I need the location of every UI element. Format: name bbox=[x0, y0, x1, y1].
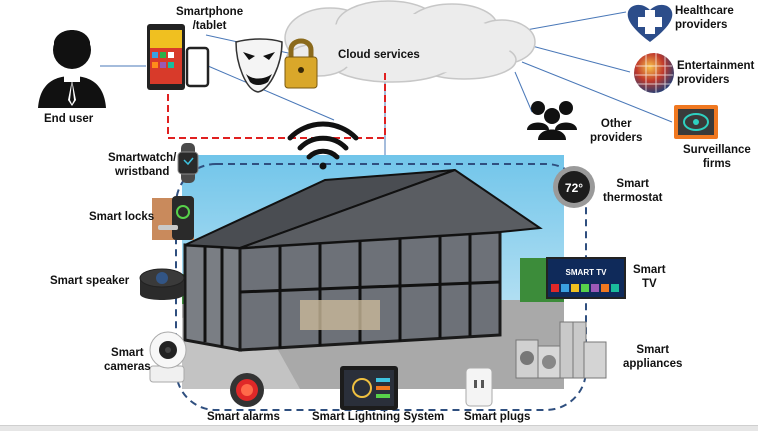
smart-plugs-label: Smart plugs bbox=[464, 411, 531, 423]
smart-tv-label: Smart TV bbox=[633, 264, 666, 290]
other-providers-people-icon bbox=[527, 101, 577, 140]
surveillance-monitor-icon bbox=[674, 105, 718, 139]
privacy-mask-padlock-icon bbox=[235, 38, 318, 93]
smartwatch-icon bbox=[177, 143, 199, 183]
line-cloud-surveillance bbox=[521, 61, 673, 123]
line-cloud-health bbox=[525, 11, 627, 31]
smartphone-label: Smartphone /tablet bbox=[176, 6, 244, 32]
smart-plug-icon bbox=[465, 367, 493, 407]
smart-lock-icon bbox=[152, 196, 194, 240]
thermostat-temp-text: 72° bbox=[565, 181, 583, 195]
house-image bbox=[182, 155, 564, 389]
end-user-label: End user bbox=[44, 113, 94, 125]
smart-cameras-label: Smart cameras bbox=[104, 347, 151, 373]
surveillance-label: Surveillance firms bbox=[683, 144, 751, 170]
cloud-icon bbox=[284, 0, 536, 83]
smart-alarm-icon bbox=[230, 373, 264, 407]
line-cloud-other bbox=[514, 71, 533, 113]
lighting-tablet-icon bbox=[340, 366, 398, 410]
healthcare-label: Healthcare providers bbox=[675, 5, 734, 31]
thermostat-icon: 72° bbox=[553, 166, 595, 208]
lighting-system-label: Smart Lightning System bbox=[312, 411, 445, 423]
smartwatch-label: Smartwatch/ wristband bbox=[108, 152, 177, 178]
phone-tablet-icon bbox=[147, 24, 210, 90]
wifi-icon bbox=[287, 121, 359, 170]
smart-speaker-label: Smart speaker bbox=[50, 275, 130, 287]
smart-tv-icon: SMART TV bbox=[546, 257, 626, 299]
cloud-services-label: Cloud services bbox=[338, 49, 420, 61]
line-phone-wifi bbox=[207, 65, 335, 121]
cloud-link-dashed bbox=[167, 72, 386, 139]
smart-camera-icon bbox=[149, 331, 187, 383]
entertainment-globe-icon bbox=[634, 53, 674, 93]
healthcare-heart-icon bbox=[627, 4, 673, 43]
appliances-label: Smart appliances bbox=[623, 344, 683, 370]
entertainment-label: Entertainment providers bbox=[677, 60, 755, 86]
bottom-scroll-strip bbox=[0, 425, 758, 431]
smart-appliances-icon bbox=[515, 321, 607, 379]
other-providers-label: Other providers bbox=[590, 118, 643, 144]
line-cloud-entertainment bbox=[531, 45, 631, 73]
thermostat-label: Smart thermostat bbox=[603, 178, 663, 204]
user-icon bbox=[38, 30, 106, 108]
smart-speaker-icon bbox=[139, 268, 185, 300]
smart-locks-label: Smart locks bbox=[89, 211, 155, 223]
tv-screen-text: SMART TV bbox=[566, 268, 608, 277]
smart-alarms-label: Smart alarms bbox=[207, 411, 280, 423]
